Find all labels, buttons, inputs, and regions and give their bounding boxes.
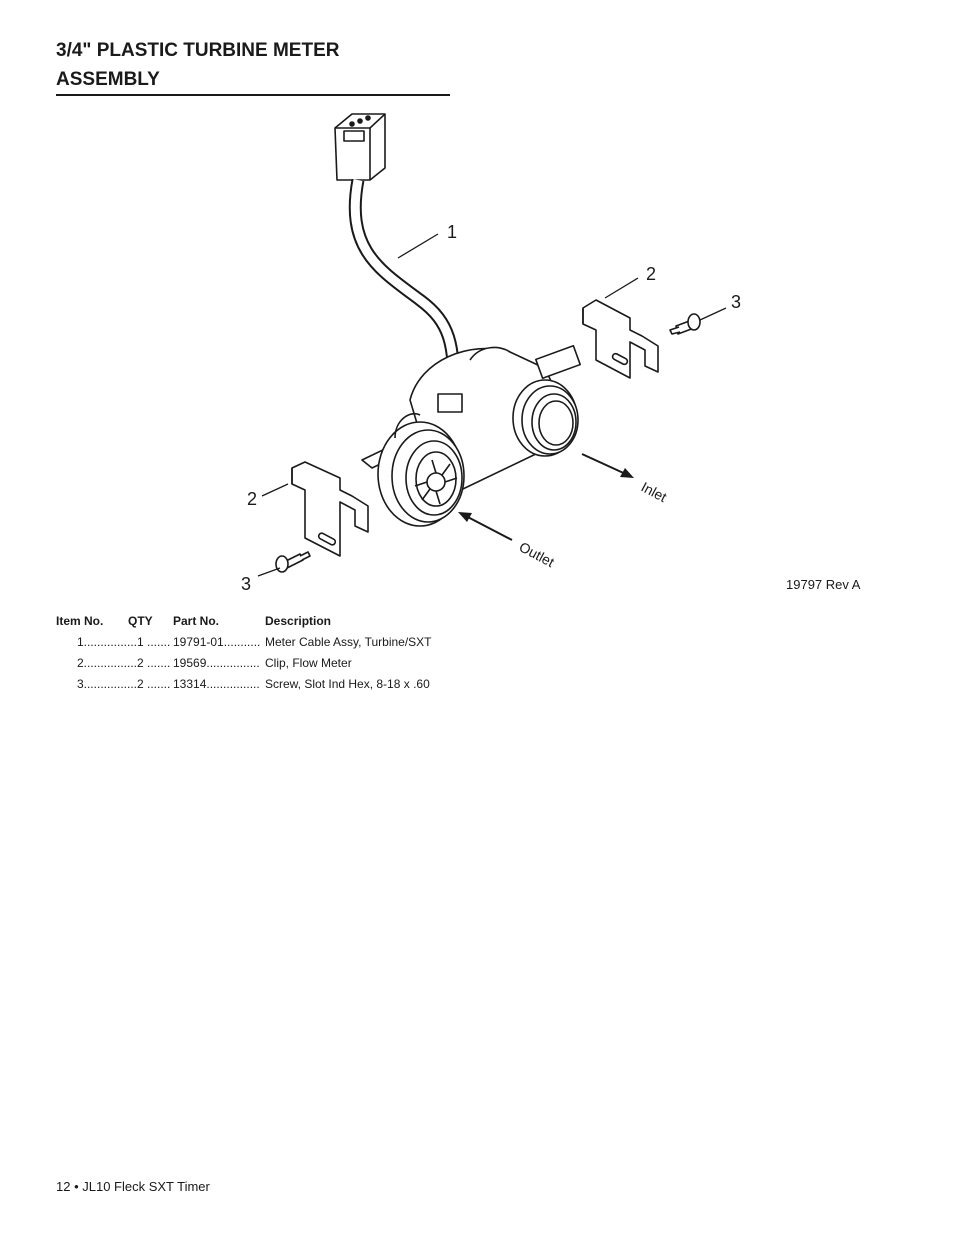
parts-row: 2................ 2 ....... 19569.......… <box>56 652 432 673</box>
part-item-no: 3................ <box>76 676 137 691</box>
page-footer: 12 • JL10 Fleck SXT Timer <box>56 1179 210 1194</box>
header-qty: QTY <box>128 613 153 628</box>
callout-clip-left: 2 <box>247 489 257 509</box>
screw-left <box>275 551 311 573</box>
flow-meter-clip-left <box>291 461 369 557</box>
part-qty: 2 ....... <box>137 655 171 670</box>
flow-meter-clip-right <box>582 299 659 379</box>
screw-right <box>669 313 701 335</box>
header-part-no: Part No. <box>173 613 220 628</box>
parts-row: 3................ 2 ....... 13314.......… <box>56 673 432 694</box>
part-number: 19569................ <box>173 655 260 670</box>
parts-row: 1................ 1 ....... 19791-01....… <box>56 631 432 652</box>
title-line-1: 3/4" PLASTIC TURBINE METER <box>56 40 340 61</box>
header-item-no: Item No. <box>56 613 104 628</box>
outlet-label: Outlet <box>517 539 558 571</box>
part-number: 13314................ <box>173 676 260 691</box>
inlet-label: Inlet <box>639 479 670 506</box>
turbine-meter-body <box>361 344 582 527</box>
title-line-2: ASSEMBLY <box>56 69 160 90</box>
parts-list-header: Item No. QTY Part No. Description <box>56 610 432 631</box>
exploded-view-diagram: 1 2 3 2 3 Inlet Outlet <box>241 113 741 590</box>
flow-arrows <box>458 453 634 541</box>
callout-screw-right: 3 <box>731 292 741 312</box>
part-qty: 2 ....... <box>137 676 171 691</box>
part-item-no: 2................ <box>76 655 137 670</box>
connector-plug <box>334 113 386 181</box>
part-number: 19791-01........... <box>173 634 261 649</box>
part-description: Clip, Flow Meter <box>265 655 352 670</box>
part-item-no: 1................ <box>76 634 137 649</box>
part-description: Screw, Slot Ind Hex, 8-18 x .60 <box>265 676 430 691</box>
page-title: 3/4" PLASTIC TURBINE METER ASSEMBLY <box>56 36 450 96</box>
part-description: Meter Cable Assy, Turbine/SXT <box>265 634 432 649</box>
parts-list: Item No. QTY Part No. Description 1.....… <box>56 610 432 694</box>
callout-cable: 1 <box>447 222 457 242</box>
callout-screw-left: 3 <box>241 574 251 590</box>
header-description: Description <box>265 613 332 628</box>
drawing-number: 19797 Rev A <box>786 577 861 592</box>
part-qty: 1 ....... <box>137 634 171 649</box>
callout-clip-right: 2 <box>646 264 656 284</box>
